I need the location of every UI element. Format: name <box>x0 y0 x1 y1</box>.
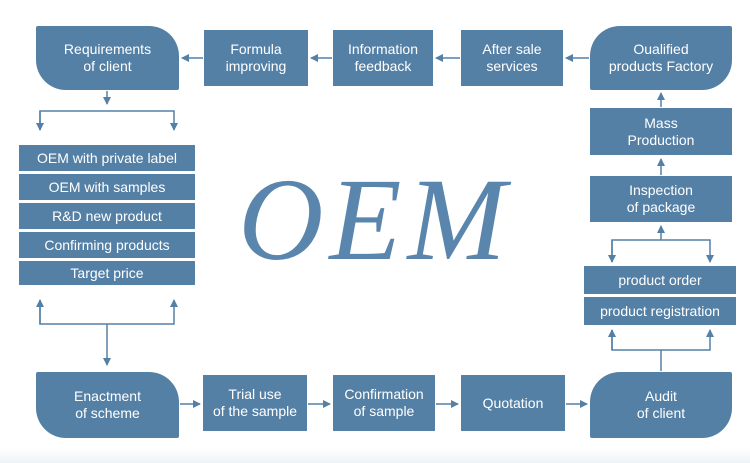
floor-shading <box>0 448 750 463</box>
requirements-of-client-box[interactable]: Requirements of client <box>36 26 179 90</box>
after-sale-services-box[interactable]: After sale services <box>461 30 563 86</box>
left-list-item-rd-new-product[interactable]: R&D new product <box>19 203 195 229</box>
information-feedback-box[interactable]: Information feedback <box>333 30 433 86</box>
bracket-bottom-left <box>39 299 178 325</box>
product-order-box[interactable]: product order <box>584 266 736 294</box>
inspection-of-package-box[interactable]: Inspection of package <box>590 176 732 222</box>
left-list-item-private-label[interactable]: OEM with private label <box>19 145 195 171</box>
formula-improving-box[interactable]: Formula improving <box>204 30 308 86</box>
bracket-bottom-right <box>611 329 714 351</box>
mass-production-box[interactable]: Mass Production <box>590 108 732 155</box>
oem-title: OEM <box>238 154 512 285</box>
trial-use-of-sample-box[interactable]: Trial use of the sample <box>203 375 307 431</box>
left-list-item-target-price[interactable]: Target price <box>19 261 195 285</box>
confirmation-of-sample-box[interactable]: Confirmation of sample <box>333 375 435 431</box>
product-registration-box[interactable]: product registration <box>584 297 736 325</box>
qualified-products-factory-box[interactable]: Oualified products Factory <box>590 26 732 90</box>
fork-top-left <box>39 110 178 131</box>
enactment-of-scheme-box[interactable]: Enactment of scheme <box>36 372 179 438</box>
left-list-item-confirming-products[interactable]: Confirming products <box>19 232 195 258</box>
audit-of-client-box[interactable]: Audit of client <box>590 372 732 438</box>
left-list-item-with-samples[interactable]: OEM with samples <box>19 174 195 200</box>
quotation-box[interactable]: Quotation <box>461 375 565 431</box>
bracket-top-right <box>611 239 714 263</box>
